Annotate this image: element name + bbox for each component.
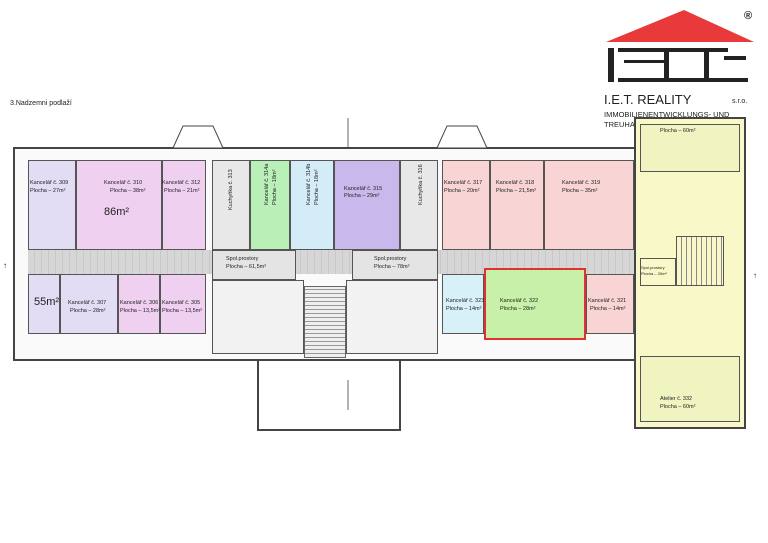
room-310 [76,160,162,250]
room-317-name: Kancelář č. 317 [444,180,483,186]
room-322 [484,268,586,340]
room-312-name: Kancelář č. 312 [162,180,201,186]
room-309-name: Kancelář č. 309 [30,180,69,186]
room-332-area: Plocha – 60m² [660,404,696,410]
room-314a-name: Kancelář č. 314a [264,163,270,205]
logo-name: I.E.T. REALITY [604,92,692,107]
common-space-2-name: Spol.prostory [374,256,407,262]
right-wing-stair [676,236,724,286]
svg-text:↑: ↑ [753,271,757,280]
room-332-name: Atelier č. 332 [660,396,693,402]
room-317-area: Plocha – 20m² [444,188,480,194]
room-315-name: Kancelář č. 315 [344,186,383,192]
room-312-area: Plocha – 21m² [164,188,200,194]
room-318-name: Kancelář č. 318 [496,180,535,186]
restroom-block-left [212,280,304,354]
room-322-name: Kancelář č. 322 [500,298,539,304]
logo-line2: IMMOBILIENENTWICKLUNGS- UND [604,110,730,119]
room-321-area: Plocha – 14m² [590,306,626,312]
restroom-block-right [346,280,438,354]
room-318-area: Plocha – 21,5m² [496,188,537,194]
logo-suffix: s.r.o. [732,98,748,105]
room-321 [586,274,634,334]
common-space-3-area: Plocha – 30m² [641,271,667,276]
room-right-top-area: Plocha – 60m² [660,128,696,134]
floor-label: 3.Nadzemni podlaží [10,100,72,107]
room-306-area: Plocha – 13,5m² [120,308,161,314]
common-space-3 [640,258,676,286]
room-309-area: Plocha – 27m² [30,188,66,194]
room-317 [442,160,490,250]
room-306-name: Kancelář č. 306 [120,300,159,306]
room-left-lower [28,274,60,334]
room-314b [290,160,334,250]
room-323-area: Plocha – 14m² [446,306,482,312]
handwritten-area-b: 55m² [34,296,60,308]
room-right-top [640,124,740,172]
room-318 [490,160,544,250]
room-319-area: Plocha – 35m² [562,188,598,194]
room-323 [442,274,484,334]
room-305-name: Kancelář č. 305 [162,300,201,306]
handwritten-area-a: 86m² [104,206,130,218]
common-space-1-area: Plocha – 61,5m² [226,264,267,270]
room-313-name: Kuchyňka č. 313 [228,169,234,210]
common-space-2-area: Plocha – 78m² [374,264,410,270]
room-307-area: Plocha – 28m² [70,308,106,314]
room-315-area: Plocha – 29m² [344,193,380,199]
room-316 [400,160,438,250]
room-313 [212,160,250,250]
room-322-area: Plocha – 28m² [500,306,536,312]
room-307-name: Kancelář č. 307 [68,300,107,306]
room-305-area: Plocha – 13,5m² [162,308,203,314]
room-316-name: Kuchyňka č. 316 [418,164,424,205]
room-306 [118,274,160,334]
room-321-name: Kancelář č. 321 [588,298,627,304]
room-314b-area: Plocha – 18m² [314,169,320,205]
common-space-1-name: Spol.prostory [226,256,259,262]
room-310-area: Plocha – 38m² [110,188,146,194]
room-314b-name: Kancelář č. 314b [306,163,312,205]
common-space-2 [352,250,438,280]
common-space-3-name: Spol.prostory [641,265,665,270]
room-309 [28,160,76,250]
svg-text:↑: ↑ [3,261,7,270]
room-319 [544,160,634,250]
room-310-name: Kancelář č. 310 [104,180,143,186]
room-323-name: Kancelář č. 323 [446,298,485,304]
room-314a-area: Plocha – 18m² [272,169,278,205]
room-332 [640,356,740,422]
staircase [304,286,346,358]
logo-registered-mark: ® [744,10,753,22]
room-314a [250,160,290,250]
room-312 [162,160,206,250]
logo-house-icon [606,10,754,82]
room-305 [160,274,206,334]
room-319-name: Kancelář č. 319 [562,180,601,186]
room-315 [334,160,400,250]
room-307 [60,274,118,334]
common-space-1 [212,250,296,280]
